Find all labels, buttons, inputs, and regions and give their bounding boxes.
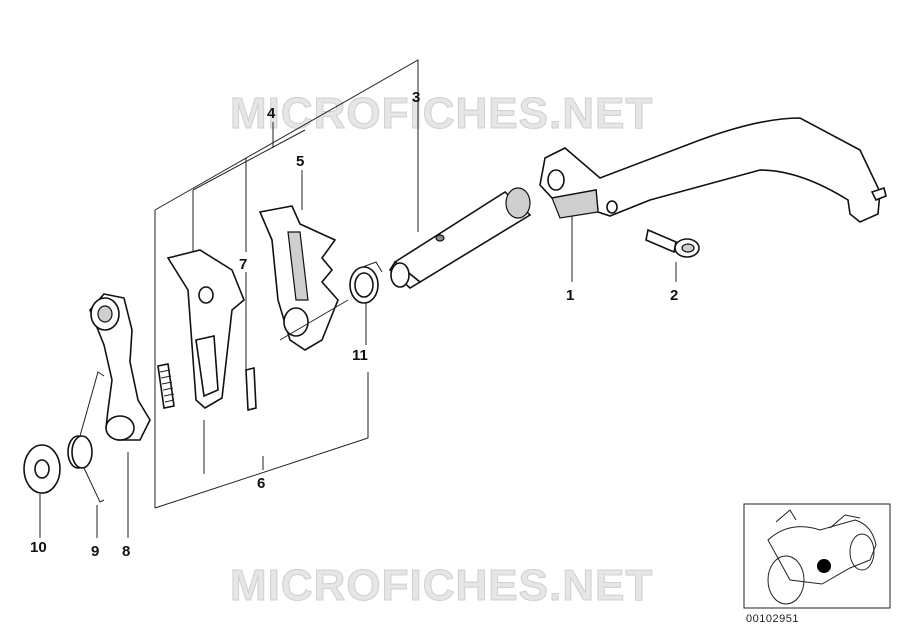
spring-part-6 xyxy=(157,363,175,409)
pin-part-7 xyxy=(245,366,257,412)
callout-4: 4 xyxy=(267,105,276,122)
shaft-part-3 xyxy=(388,187,532,289)
callout-7: 7 xyxy=(239,256,247,273)
shift-lever-part-1 xyxy=(539,117,887,223)
callout-3: 3 xyxy=(412,89,420,106)
callout-5: 5 xyxy=(296,153,304,170)
bolt-part-2 xyxy=(645,228,700,258)
motorcycle-thumbnail xyxy=(743,503,891,609)
callout-8: 8 xyxy=(122,543,130,560)
watermark-top: MICROFICHES.NET xyxy=(230,89,653,138)
washer-part-10 xyxy=(23,444,61,494)
location-marker-dot xyxy=(817,559,831,573)
shift-plate-part-4 xyxy=(166,249,245,409)
callout-10: 10 xyxy=(30,539,47,556)
shift-pawl-part-5 xyxy=(258,205,349,351)
watermark-bottom: MICROFICHES.NET xyxy=(230,561,653,610)
leader-lines xyxy=(39,59,677,538)
callout-1: 1 xyxy=(566,287,574,304)
callout-11: 11 xyxy=(352,347,368,364)
torsion-spring-part-9 xyxy=(67,371,105,503)
diagram-reference-number: 00102951 xyxy=(746,613,799,625)
lever-part-8 xyxy=(89,293,151,441)
callout-9: 9 xyxy=(91,543,99,560)
callout-2: 2 xyxy=(670,287,678,304)
spring-clip-part-11 xyxy=(349,261,383,304)
callout-labels: 1 2 3 4 5 6 7 8 9 10 11 xyxy=(30,89,678,560)
callout-6: 6 xyxy=(257,475,265,492)
